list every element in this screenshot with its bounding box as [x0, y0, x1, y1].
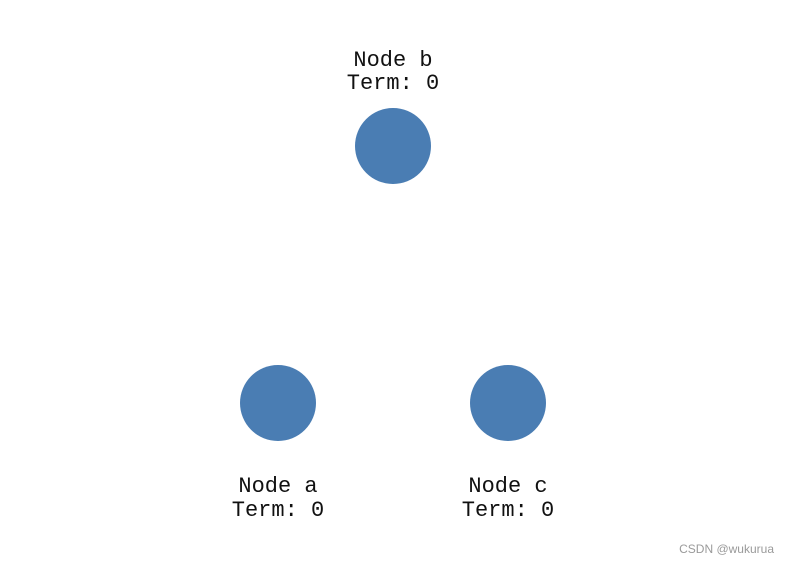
- node-c-circle[interactable]: [470, 365, 546, 441]
- node-a[interactable]: Node a Term: 0: [232, 365, 324, 523]
- node-b-term: Term: 0: [347, 71, 439, 96]
- watermark: CSDN @wukurua: [679, 542, 774, 556]
- node-b-circle[interactable]: [355, 108, 431, 184]
- node-b-name: Node b: [353, 48, 432, 73]
- node-a-circle[interactable]: [240, 365, 316, 441]
- node-c[interactable]: Node c Term: 0: [462, 365, 554, 523]
- node-c-term: Term: 0: [462, 498, 554, 523]
- node-a-term: Term: 0: [232, 498, 324, 523]
- node-c-name: Node c: [468, 474, 547, 499]
- node-a-name: Node a: [238, 474, 317, 499]
- node-b[interactable]: Node b Term: 0: [347, 48, 439, 184]
